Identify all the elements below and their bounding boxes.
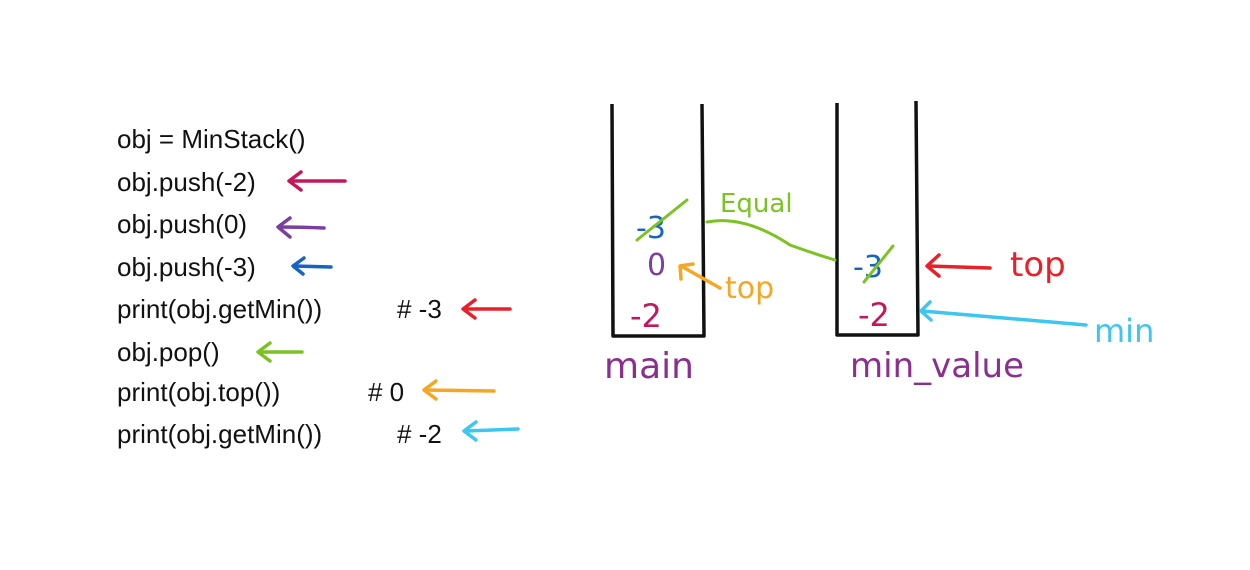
main-stack: -3 0 -2 main [604,103,706,387]
min-stack-item-2: -2 [858,296,890,334]
min-stack-label: min_value [850,346,1024,386]
code-comment-8: # -2 [397,419,442,449]
top-label-min: top [1010,245,1066,285]
arrow-left-icon-getmin-1 [461,298,512,320]
code-comment-5: # -3 [397,294,442,324]
annotations: Equal top top min [678,189,1154,350]
code-block: obj = MinStack() obj.push(-2) obj.push(0… [117,124,442,449]
arrow-up-left-icon-top-main [678,262,722,290]
code-line-4: obj.push(-3) [117,252,256,282]
code-line-6: obj.pop() [117,337,220,367]
min-stack-container [835,100,920,337]
cross-out-mark [862,244,895,284]
main-stack-item-2: 0 [647,248,666,283]
arrow-left-icon-top-min [925,253,992,278]
main-stack-label: main [604,346,694,387]
arrow-left-icon-min [919,300,1088,327]
code-arrows [256,170,520,442]
arrow-left-icon-push-neg3 [291,256,333,276]
code-line-7: print(obj.top()) [117,377,280,407]
main-stack-container [610,103,706,338]
cross-out-mark [635,198,689,242]
equal-label: Equal [720,189,793,219]
min-stack-item-1: -3 [853,250,883,285]
arrow-left-icon-push-0 [276,216,326,239]
code-line-2: obj.push(-2) [117,167,256,197]
min-stack: -3 -2 min_value [835,100,1024,386]
code-comment-7: # 0 [368,377,404,407]
min-label: min [1094,312,1154,350]
arrow-left-icon-push-neg2 [287,170,347,192]
code-line-8: print(obj.getMin()) [117,419,322,449]
main-stack-item-3: -2 [630,297,662,335]
arrow-left-icon-top [422,379,496,401]
equal-connector-line [705,219,837,262]
code-line-1: obj = MinStack() [117,124,306,154]
top-label-main: top [725,271,774,306]
arrow-left-icon-pop [256,341,304,363]
code-line-3: obj.push(0) [117,209,247,239]
code-line-5: print(obj.getMin()) [117,294,322,324]
arrow-left-icon-getmin-2 [462,420,520,442]
